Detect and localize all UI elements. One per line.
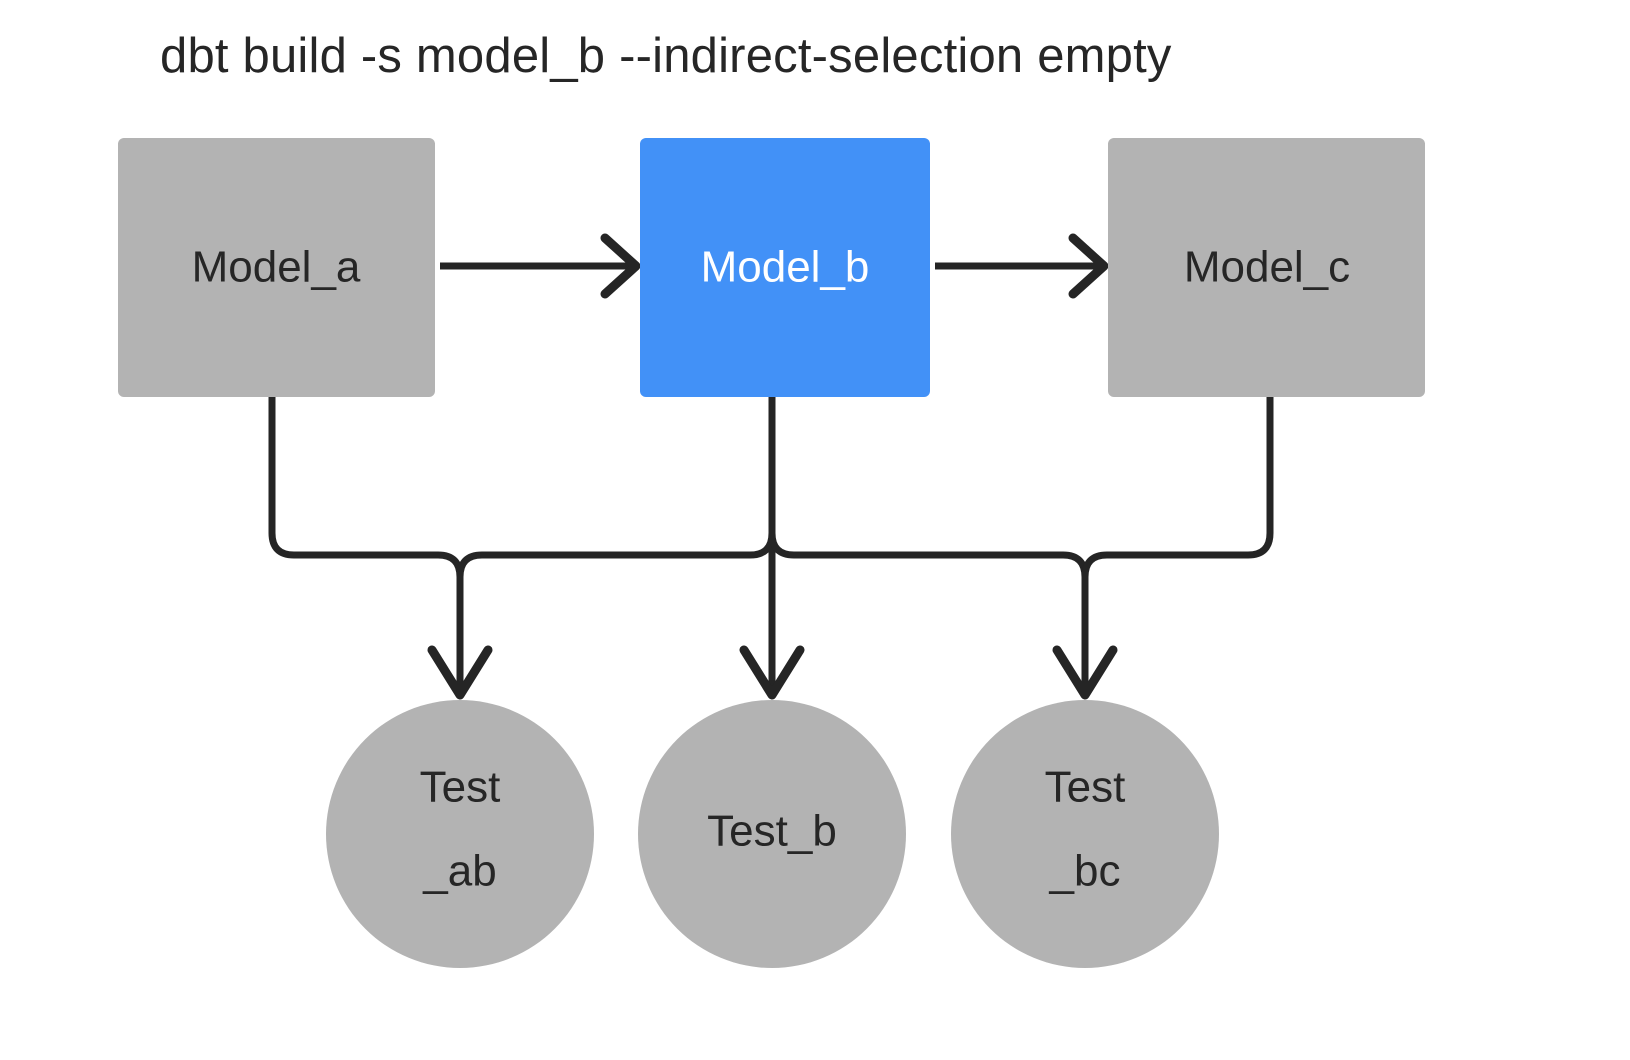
test-b-circle[interactable] (638, 700, 906, 968)
edge-model-b-to-model-c (935, 233, 1109, 299)
model-b-rect[interactable] (640, 138, 930, 397)
edge-layer (268, 233, 1274, 700)
model-b-label: Model_b (701, 243, 870, 292)
model-node-model-c[interactable]: Model_c (1108, 138, 1425, 397)
model-c-rect[interactable] (1108, 138, 1425, 397)
model-a-rect[interactable] (118, 138, 435, 397)
model-c-label: Model_c (1184, 243, 1350, 292)
test-node-test-ab[interactable]: Test _ab (326, 700, 594, 968)
model-a-label: Model_a (192, 243, 361, 292)
edge-model-b-to-test-ab (456, 397, 776, 690)
test-bc-circle[interactable] (951, 700, 1219, 968)
test-bc-label-line-1: Test (1045, 763, 1126, 812)
test-ab-circle[interactable] (326, 700, 594, 968)
test-node-test-bc[interactable]: Test _bc (951, 700, 1219, 968)
diagram-title: dbt build -s model_b --indirect-selectio… (160, 29, 1172, 83)
edge-model-b-to-test-bc (768, 397, 1089, 690)
test-ab-label-line-2: _ab (422, 847, 496, 896)
edge-model-a-to-model-b (440, 233, 641, 299)
test-ab-label-line-1: Test (420, 763, 501, 812)
test-node-test-b[interactable]: Test_b (638, 700, 906, 968)
edge-model-a-to-test-ab (268, 397, 493, 700)
model-node-model-b[interactable]: Model_b (640, 138, 930, 397)
test-b-label: Test_b (707, 807, 837, 856)
model-node-model-a[interactable]: Model_a (118, 138, 435, 397)
test-bc-label-line-2: _bc (1049, 847, 1121, 896)
edge-model-c-to-test-bc (1052, 397, 1274, 700)
